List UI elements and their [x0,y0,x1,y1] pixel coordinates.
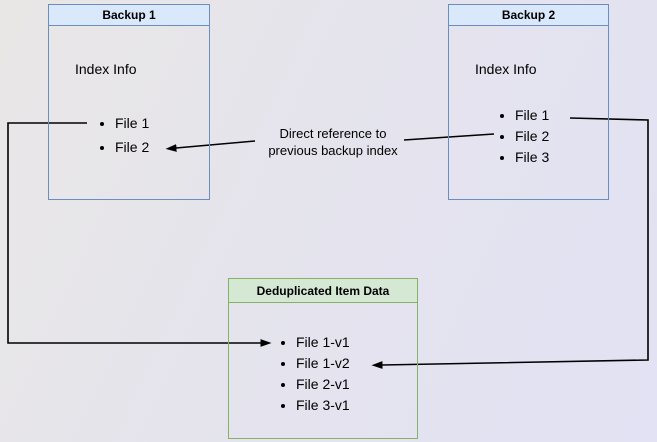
dedup-header: Deduplicated Item Data [229,279,417,303]
dedup-title: Deduplicated Item Data [256,283,390,298]
backup2-title: Backup 2 [501,8,556,22]
backup1-file-list: File 1 File 2 [97,111,149,159]
backup2-index-heading: Index Info [475,61,537,77]
list-item: File 2-v1 [296,374,350,395]
list-item: File 3 [515,147,549,168]
list-item: File 3-v1 [296,395,350,416]
backup2-box: Backup 2 [448,4,609,200]
connector-label: Direct reference to previous backup inde… [268,125,397,159]
dedup-file-list: File 1-v1 File 1-v2 File 2-v1 File 3-v1 [278,332,350,416]
list-item: File 1-v2 [296,353,350,374]
backup1-box: Backup 1 [48,4,210,200]
dedup-box: Deduplicated Item Data [228,278,418,439]
list-item: File 1-v1 [296,332,350,353]
list-item: File 1 [515,105,549,126]
backup1-header: Backup 1 [49,5,209,26]
backup1-title: Backup 1 [102,8,156,22]
backup2-header: Backup 2 [449,5,608,26]
connector-label-line2: previous backup index [268,143,398,158]
list-item: File 2 [115,135,149,159]
backup2-file-list: File 1 File 2 File 3 [497,105,549,168]
list-item: File 2 [515,126,549,147]
list-item: File 1 [115,111,149,135]
backup1-index-heading: Index Info [75,61,137,77]
connector-label-line1: Direct reference to [279,126,387,141]
